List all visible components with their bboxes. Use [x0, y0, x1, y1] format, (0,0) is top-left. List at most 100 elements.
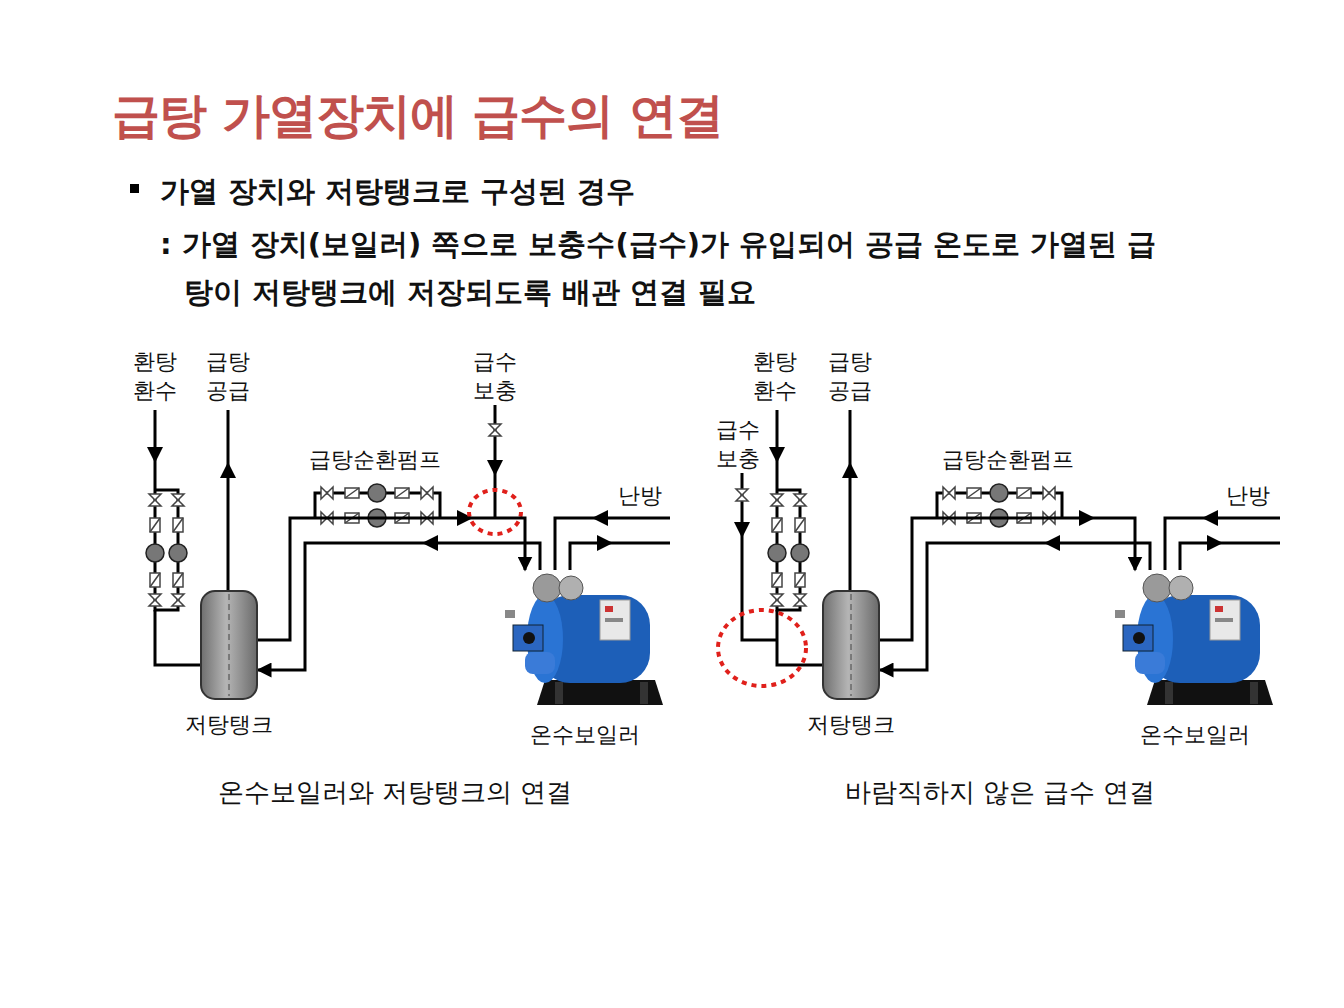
- check-valve-symbol: [772, 518, 782, 532]
- pump-symbol: [146, 544, 164, 562]
- bullet-body: : 가열 장치(보일러) 쪽으로 보충수(급수)가 유입되어 공급 온도로 가열…: [160, 220, 1184, 316]
- flow-arrow: [734, 522, 750, 538]
- check-valve-symbol: [150, 518, 160, 532]
- check-valve-symbol: [150, 573, 160, 587]
- check-valve-symbol: [772, 518, 782, 532]
- flow-arrow: [592, 510, 608, 526]
- check-valve-symbol: [1017, 488, 1031, 498]
- pipe-label: 급탕 공급: [823, 348, 878, 405]
- pump-symbol: [169, 544, 187, 562]
- node-label: 저탕탱크: [805, 710, 897, 740]
- pipe-label: 환탕 환수: [128, 348, 183, 405]
- check-valve-symbol: [173, 518, 183, 532]
- valve-symbol: [421, 487, 433, 499]
- tank-shape: [200, 590, 258, 700]
- highlight-circle: [718, 610, 806, 686]
- flow-arrow: [769, 447, 785, 463]
- pipe-line: [777, 610, 822, 665]
- flow-arrow: [487, 460, 503, 476]
- node-label: 온수보일러: [1138, 720, 1252, 750]
- valve-symbol: [489, 424, 501, 436]
- flow-arrow: [147, 447, 163, 463]
- check-valve-symbol: [150, 518, 160, 532]
- valve-symbol: [736, 489, 748, 501]
- check-valve-symbol: [150, 573, 160, 587]
- flow-arrow: [597, 535, 613, 551]
- check-valve-symbol: [772, 573, 782, 587]
- bullet-square: [130, 184, 139, 193]
- pipe-connector: [880, 518, 1135, 640]
- check-valve-symbol: [395, 488, 409, 498]
- check-valve-symbol: [967, 488, 981, 498]
- tank-shape: [822, 590, 880, 700]
- storage-tank: 저탕탱크: [822, 590, 880, 700]
- valve-symbol: [771, 594, 783, 606]
- pump-symbol: [791, 544, 809, 562]
- diagram-caption: 온수보일러와 저탕탱크의 연결: [216, 776, 575, 810]
- boiler-illustration: [505, 570, 665, 710]
- pump-symbol: [768, 544, 786, 562]
- valve-symbol: [149, 594, 161, 606]
- pipe-label: 난방: [616, 482, 664, 511]
- check-valve-symbol: [173, 518, 183, 532]
- check-valve-symbol: [967, 488, 981, 498]
- storage-tank: 저탕탱크: [200, 590, 258, 700]
- flow-arrow: [1202, 510, 1218, 526]
- diagram-caption: 바람직하지 않은 급수 연결: [843, 776, 1158, 810]
- pipe-line: [570, 543, 670, 570]
- check-valve-symbol: [1017, 488, 1031, 498]
- check-valve-symbol: [795, 573, 805, 587]
- valve-symbol: [794, 494, 806, 506]
- node-label: 온수보일러: [528, 720, 642, 750]
- valve-symbol: [172, 594, 184, 606]
- check-valve-symbol: [345, 488, 359, 498]
- highlight-circle: [469, 490, 521, 534]
- pipe-line: [849, 410, 852, 590]
- check-valve-symbol: [345, 488, 359, 498]
- check-valve-symbol: [173, 573, 183, 587]
- pipe-connector: [258, 518, 525, 640]
- slide-title: 급탕 가열장치에 급수의 연결: [112, 84, 723, 148]
- pipe-connector: [880, 543, 1150, 670]
- pipe-label: 급수 보충: [468, 348, 523, 405]
- flow-arrow: [1207, 535, 1223, 551]
- check-valve-symbol: [795, 518, 805, 532]
- pipe-line: [742, 470, 777, 640]
- pipe-label: 난방: [1224, 482, 1272, 511]
- hot-water-boiler: 온수보일러: [505, 570, 665, 710]
- flow-arrow: [220, 462, 236, 478]
- boiler-illustration: [1115, 570, 1275, 710]
- pipe-label: 급탕순환펌프: [307, 446, 443, 475]
- valve-symbol: [943, 487, 955, 499]
- valve-symbol: [1043, 487, 1055, 499]
- valve-symbol: [172, 494, 184, 506]
- check-valve-symbol: [795, 518, 805, 532]
- pipe-line: [1165, 518, 1280, 570]
- pipe-line: [227, 410, 230, 590]
- bullet-heading: 가열 장치와 저탕탱크로 구성된 경우: [160, 172, 635, 212]
- flow-arrow: [842, 462, 858, 478]
- pipe-label: 급수 보충: [711, 416, 766, 473]
- valve-symbol: [771, 494, 783, 506]
- check-valve-symbol: [395, 488, 409, 498]
- pipe-label: 급탕 공급: [201, 348, 256, 405]
- pipe-line: [155, 610, 200, 665]
- pipe-label: 급탕순환펌프: [940, 446, 1076, 475]
- check-valve-symbol: [772, 573, 782, 587]
- pipe-line: [494, 398, 497, 518]
- valve-symbol: [794, 594, 806, 606]
- valve-symbol: [149, 494, 161, 506]
- hot-water-boiler: 온수보일러: [1115, 570, 1275, 710]
- node-label: 저탕탱크: [183, 710, 275, 740]
- pump-symbol: [990, 484, 1008, 502]
- pipe-line: [1180, 543, 1280, 570]
- pipe-label: 환탕 환수: [748, 348, 803, 405]
- pipe-line: [555, 518, 670, 570]
- check-valve-symbol: [795, 573, 805, 587]
- valve-symbol: [321, 487, 333, 499]
- pump-symbol: [368, 484, 386, 502]
- pipe-connector: [258, 543, 540, 670]
- check-valve-symbol: [173, 573, 183, 587]
